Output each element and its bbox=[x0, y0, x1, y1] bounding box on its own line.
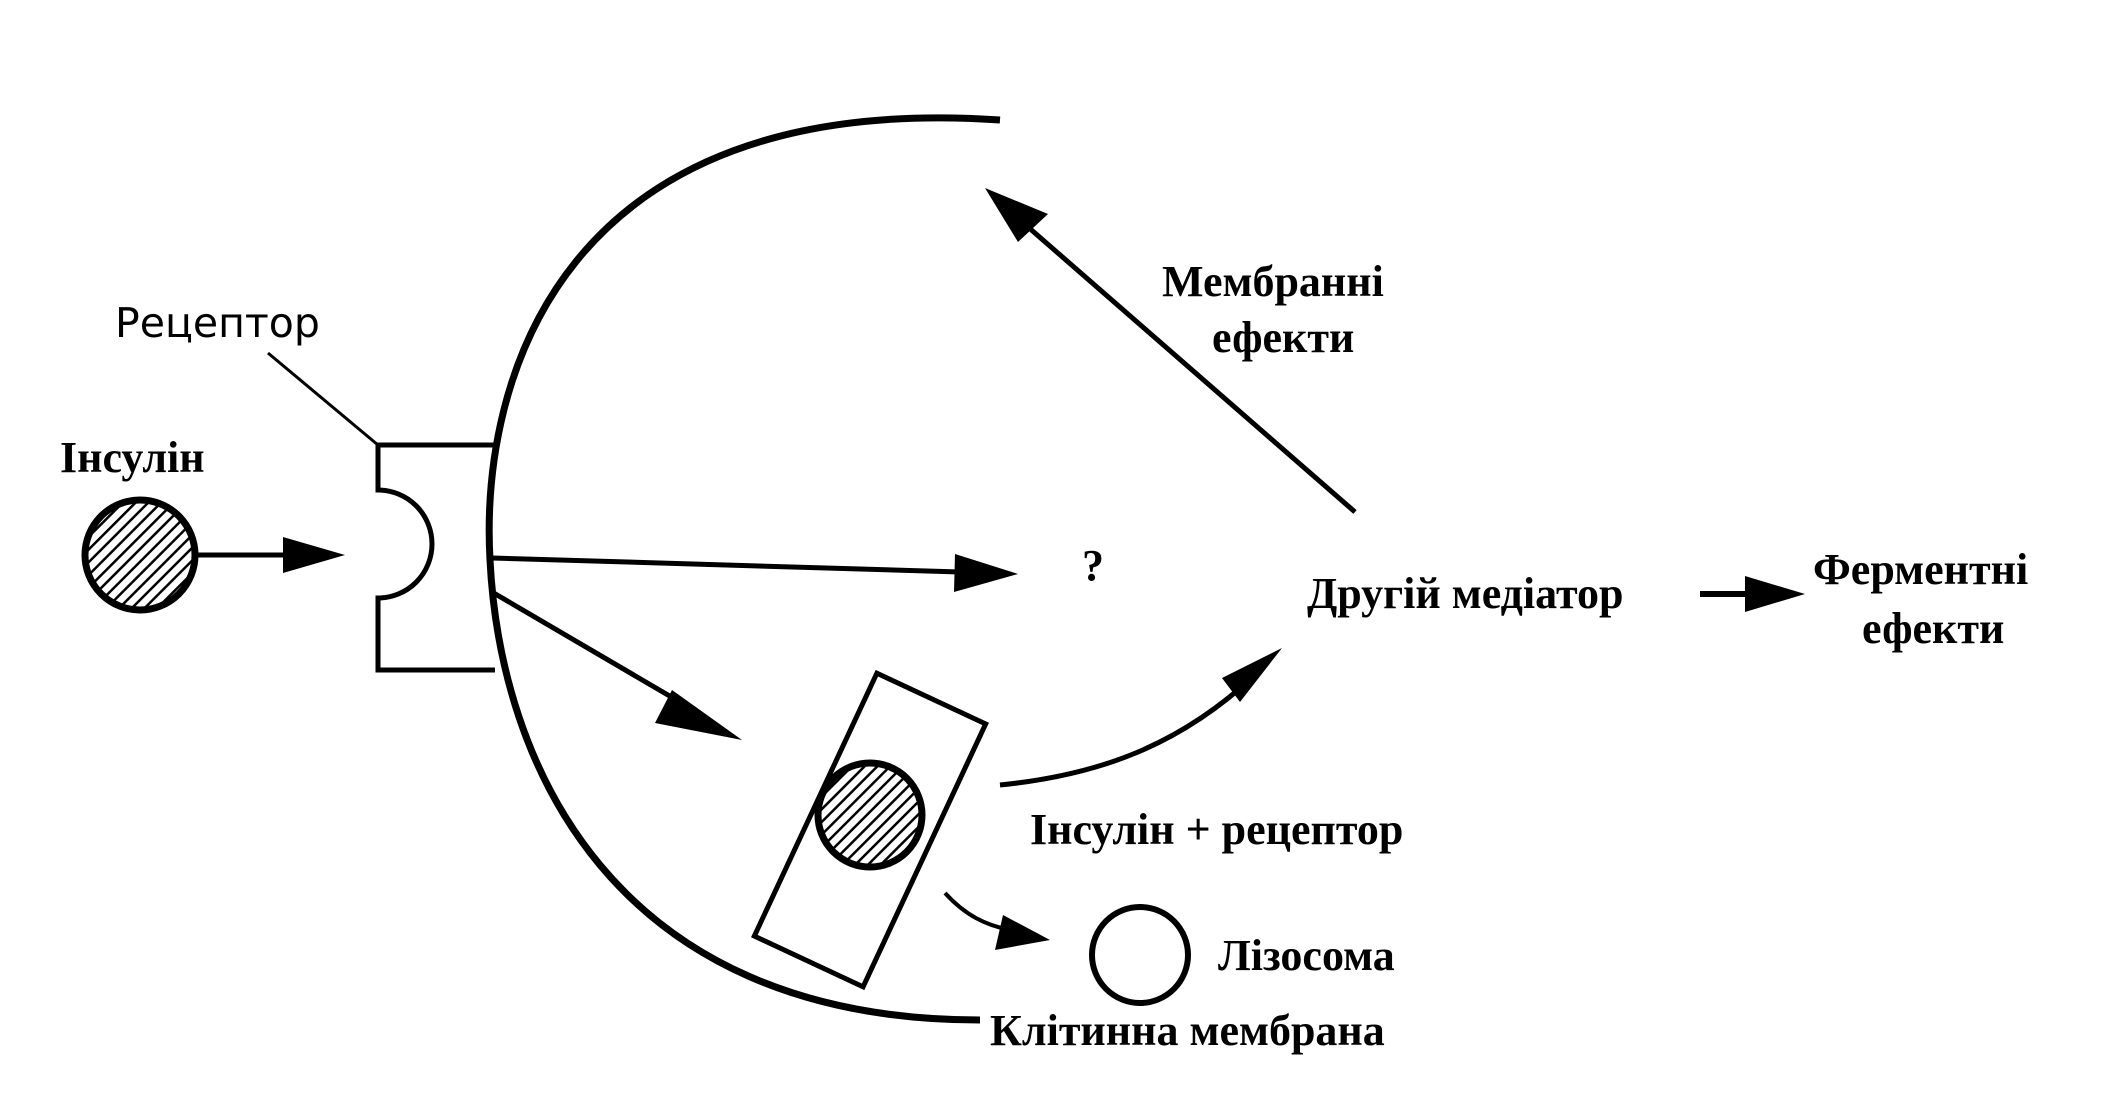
arrow-to-lysosome-curve bbox=[943, 891, 1011, 932]
enzyme-effects-label-line1: Ферментні bbox=[1813, 545, 2028, 594]
receptor-shape bbox=[375, 442, 495, 673]
membrane-effects-label-line2: ефекти bbox=[1212, 313, 1354, 362]
arrow-to-lysosome-head bbox=[995, 915, 1050, 950]
complex-insulin-molecule bbox=[814, 759, 926, 871]
receptor-label: Рецептор bbox=[115, 299, 320, 347]
cell-membrane-arc bbox=[485, 114, 1001, 1024]
arrow-to-complex-shaft bbox=[490, 589, 687, 708]
arrow-to-membrane-effects-shaft bbox=[1018, 218, 1357, 514]
insulin-receptor-label: Інсулін + рецептор bbox=[1030, 805, 1403, 854]
unknown-effect-label: ? bbox=[1082, 541, 1104, 590]
arrow-complex-to-mediator-curve bbox=[999, 673, 1257, 788]
insulin-label: Інсулін bbox=[60, 433, 205, 482]
arrow-complex-to-mediator-head bbox=[1222, 648, 1282, 702]
arrow-to-complex-head bbox=[655, 690, 742, 740]
insulin-molecule bbox=[81, 496, 199, 614]
cell-membrane-label: Клітинна мембрана bbox=[990, 1006, 1385, 1055]
enzyme-effects-label-line2: ефекти bbox=[1862, 604, 2004, 653]
insulin-to-receptor-arrowhead bbox=[283, 537, 345, 573]
receptor-leader-line bbox=[267, 351, 379, 447]
arrow-to-unknown-shaft bbox=[491, 555, 961, 575]
lysosome-label: Лізосома bbox=[1218, 931, 1395, 980]
arrow-to-enzyme-effects-head bbox=[1745, 576, 1805, 612]
arrow-to-unknown-head bbox=[954, 554, 1018, 592]
arrow-to-membrane-effects-head bbox=[985, 188, 1048, 242]
second-mediator-label: Другій медіатор bbox=[1307, 569, 1624, 618]
lysosome-circle bbox=[1089, 904, 1191, 1006]
membrane-effects-label-line1: Мембранні bbox=[1162, 257, 1384, 306]
